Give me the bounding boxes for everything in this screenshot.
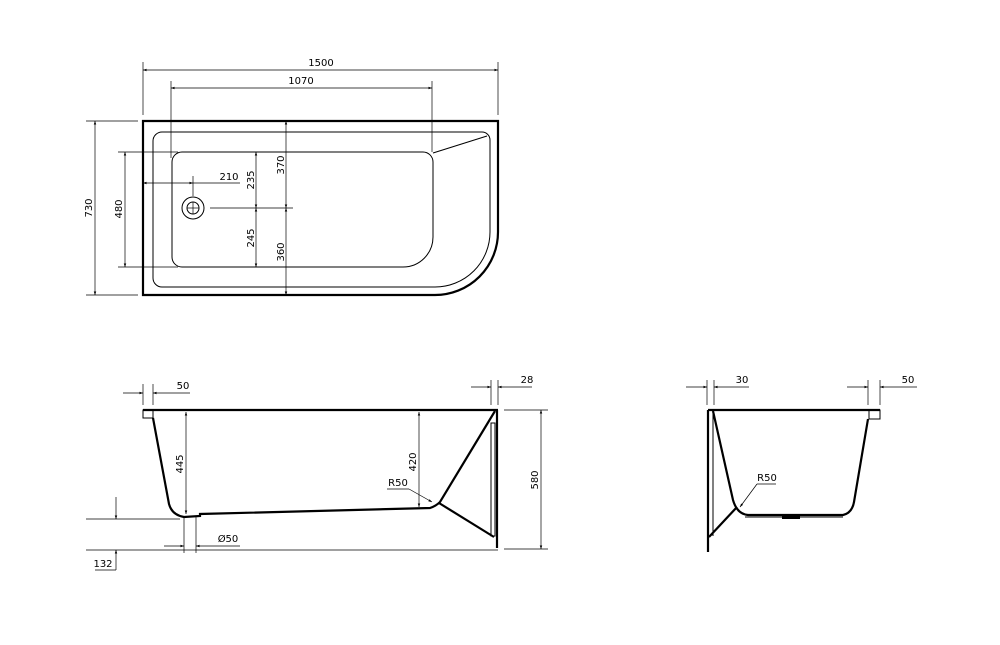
drain-outlet	[782, 515, 800, 519]
tub-profile	[151, 410, 496, 519]
dim-1070: 1070	[288, 76, 313, 87]
dim-445: 445	[175, 454, 186, 473]
backrest-line	[432, 135, 488, 154]
rim-inner-outline	[152, 131, 491, 288]
rim-lip-end	[868, 409, 881, 420]
support-strut-end	[708, 506, 738, 538]
dim-245: 245	[246, 228, 257, 247]
basin-outline	[171, 151, 434, 268]
dim-50-end: 50	[902, 375, 915, 386]
dim-730: 730	[84, 198, 95, 217]
dim-50-side: 50	[177, 381, 190, 392]
dim-1500: 1500	[308, 58, 333, 69]
dim-diameter-50: Ø50	[218, 533, 239, 545]
dim-132: 132	[93, 559, 112, 570]
dim-480: 480	[114, 199, 125, 218]
dim-370: 370	[276, 155, 287, 174]
tub-cross-section	[711, 410, 870, 517]
drain-icon	[181, 196, 205, 220]
end-view: 30 50 R50	[686, 375, 917, 552]
dim-210: 210	[219, 172, 238, 183]
outer-outline	[141, 119, 500, 297]
dim-28: 28	[521, 375, 534, 386]
support-strut	[438, 502, 495, 538]
dim-420: 420	[408, 452, 419, 471]
side-view: 50 28 580 445 420 R50 132 Ø50	[86, 375, 548, 571]
dim-r50-side: R50	[388, 478, 408, 489]
top-view: 1500 1070 730 480 210 235 245 370 360	[84, 58, 500, 297]
dim-235: 235	[246, 170, 257, 189]
dim-r50-end: R50	[757, 473, 777, 484]
dim-360: 360	[276, 242, 287, 261]
rim-lip	[142, 409, 154, 419]
dim-580: 580	[530, 470, 541, 489]
dim-30: 30	[736, 375, 749, 386]
